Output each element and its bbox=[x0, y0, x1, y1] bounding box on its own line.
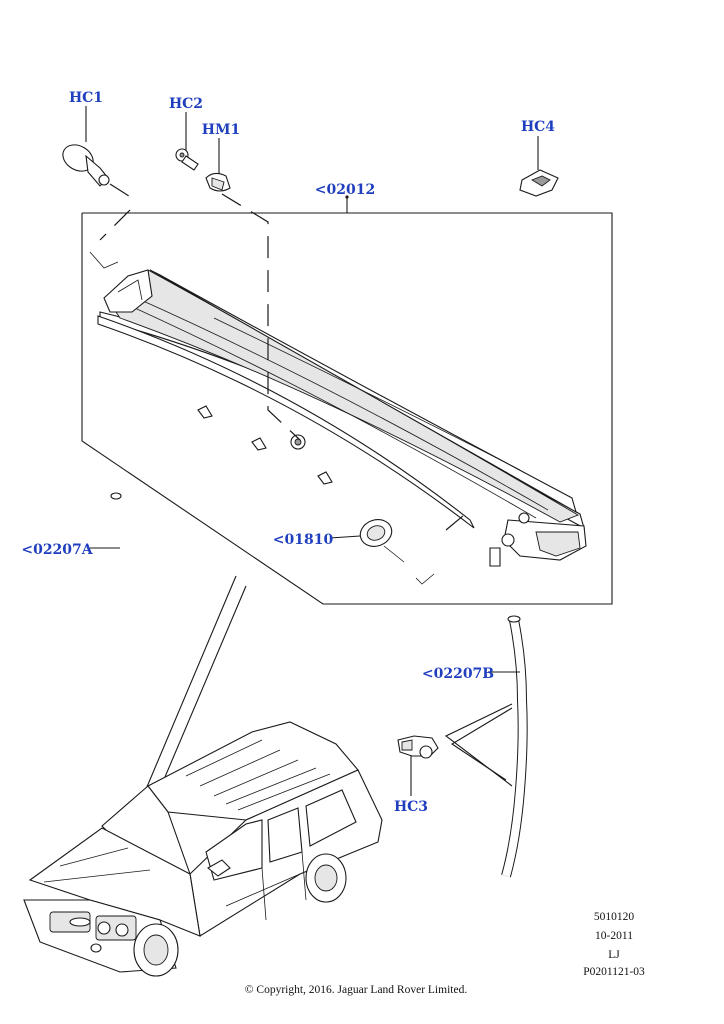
hose-b-label: <02207B bbox=[422, 666, 494, 682]
grommet-leader bbox=[329, 535, 361, 539]
cowl-panel bbox=[97, 269, 587, 567]
vehicle-illustration bbox=[23, 721, 383, 977]
assembly-label: <02012 bbox=[315, 182, 375, 198]
grommet-label: <01810 bbox=[273, 532, 334, 548]
hose-a-part bbox=[110, 492, 128, 612]
hc4-clip bbox=[519, 169, 559, 197]
hc3-label: HC3 bbox=[394, 799, 428, 815]
reference-date: 10-2011 bbox=[595, 930, 633, 942]
hc3-clip bbox=[397, 735, 439, 759]
hose-a-label: <02207A bbox=[21, 542, 93, 558]
hc1-clip bbox=[62, 144, 110, 187]
illustration-id: P0201121-03 bbox=[583, 966, 645, 978]
assembly-outline bbox=[81, 195, 613, 605]
reference-initials: LJ bbox=[608, 949, 620, 961]
hc2-label: HC2 bbox=[169, 96, 203, 112]
copyright-notice: © Copyright, 2016. Jaguar Land Rover Lim… bbox=[245, 984, 468, 996]
hc2-clip bbox=[175, 148, 199, 171]
hc1-label: HC1 bbox=[69, 90, 103, 106]
hm1-label: HM1 bbox=[202, 122, 240, 138]
hc3-pointer-lines bbox=[444, 703, 513, 787]
hc4-label: HC4 bbox=[521, 119, 555, 135]
reference-number: 5010120 bbox=[594, 911, 635, 923]
assembly-guides bbox=[89, 183, 471, 585]
grommet-part bbox=[359, 519, 393, 547]
hm1-fastener bbox=[205, 172, 231, 192]
hose-b-part bbox=[501, 615, 528, 878]
